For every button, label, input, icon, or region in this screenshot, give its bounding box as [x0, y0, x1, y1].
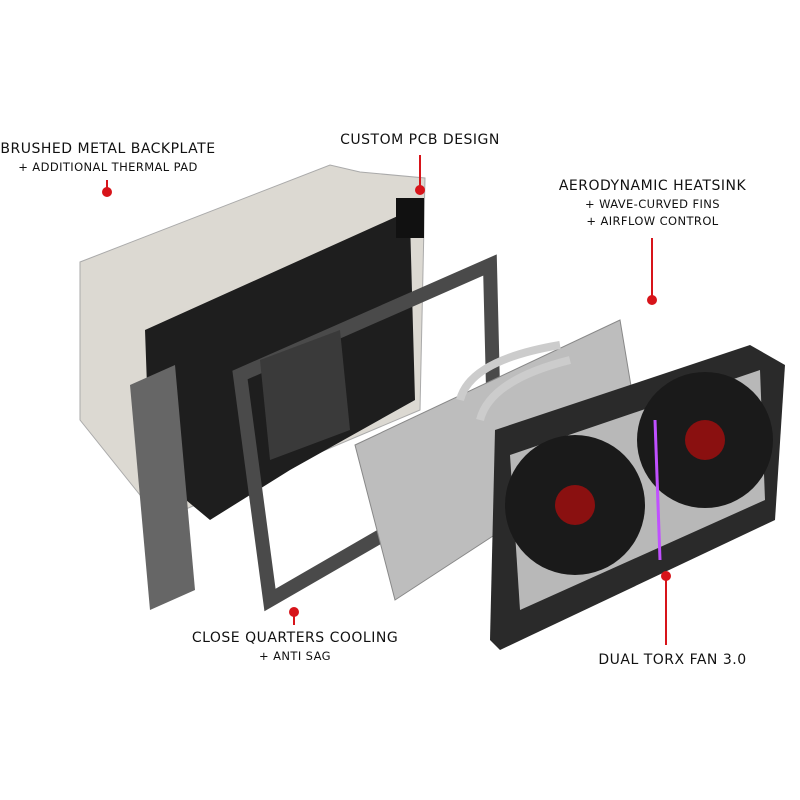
callout-heatsink: AERODYNAMIC HEATSINK + WAVE-CURVED FINS … [540, 178, 765, 228]
io-bracket [130, 365, 195, 610]
rgb-strip [653, 419, 662, 561]
callout-fan: DUAL TORX FAN 3.0 [590, 652, 755, 668]
callout-title: AERODYNAMIC HEATSINK [558, 178, 747, 194]
heatpipes [456, 341, 571, 422]
callout-pcb: CUSTOM PCB DESIGN [320, 132, 520, 148]
heatsink-dot [647, 295, 657, 305]
fan-right-hub [685, 420, 725, 460]
callout-title: DUAL TORX FAN 3.0 [598, 652, 747, 668]
cooling-dot [289, 607, 299, 617]
callout-sub: + WAVE-CURVED FINS [584, 197, 720, 211]
callout-cooling: CLOSE QUARTERS COOLING + ANTI SAG [180, 630, 410, 663]
gpu-shield [260, 330, 350, 460]
backplate-dot [102, 187, 112, 197]
callout-backplate: BRUSHED METAL BACKPLATE + ADDITIONAL THE… [0, 141, 216, 174]
callout-title: CLOSE QUARTERS COOLING [191, 630, 399, 646]
callout-sub: + AIRFLOW CONTROL [586, 214, 719, 228]
callout-title: BRUSHED METAL BACKPLATE [0, 141, 216, 157]
power-connector [396, 198, 424, 238]
pcb-dot [415, 185, 425, 195]
callout-title: CUSTOM PCB DESIGN [340, 132, 500, 148]
fan-left-hub [555, 485, 595, 525]
callout-sub: + ADDITIONAL THERMAL PAD [18, 160, 198, 174]
fan-dot [661, 571, 671, 581]
callout-sub: + ANTI SAG [259, 649, 331, 663]
